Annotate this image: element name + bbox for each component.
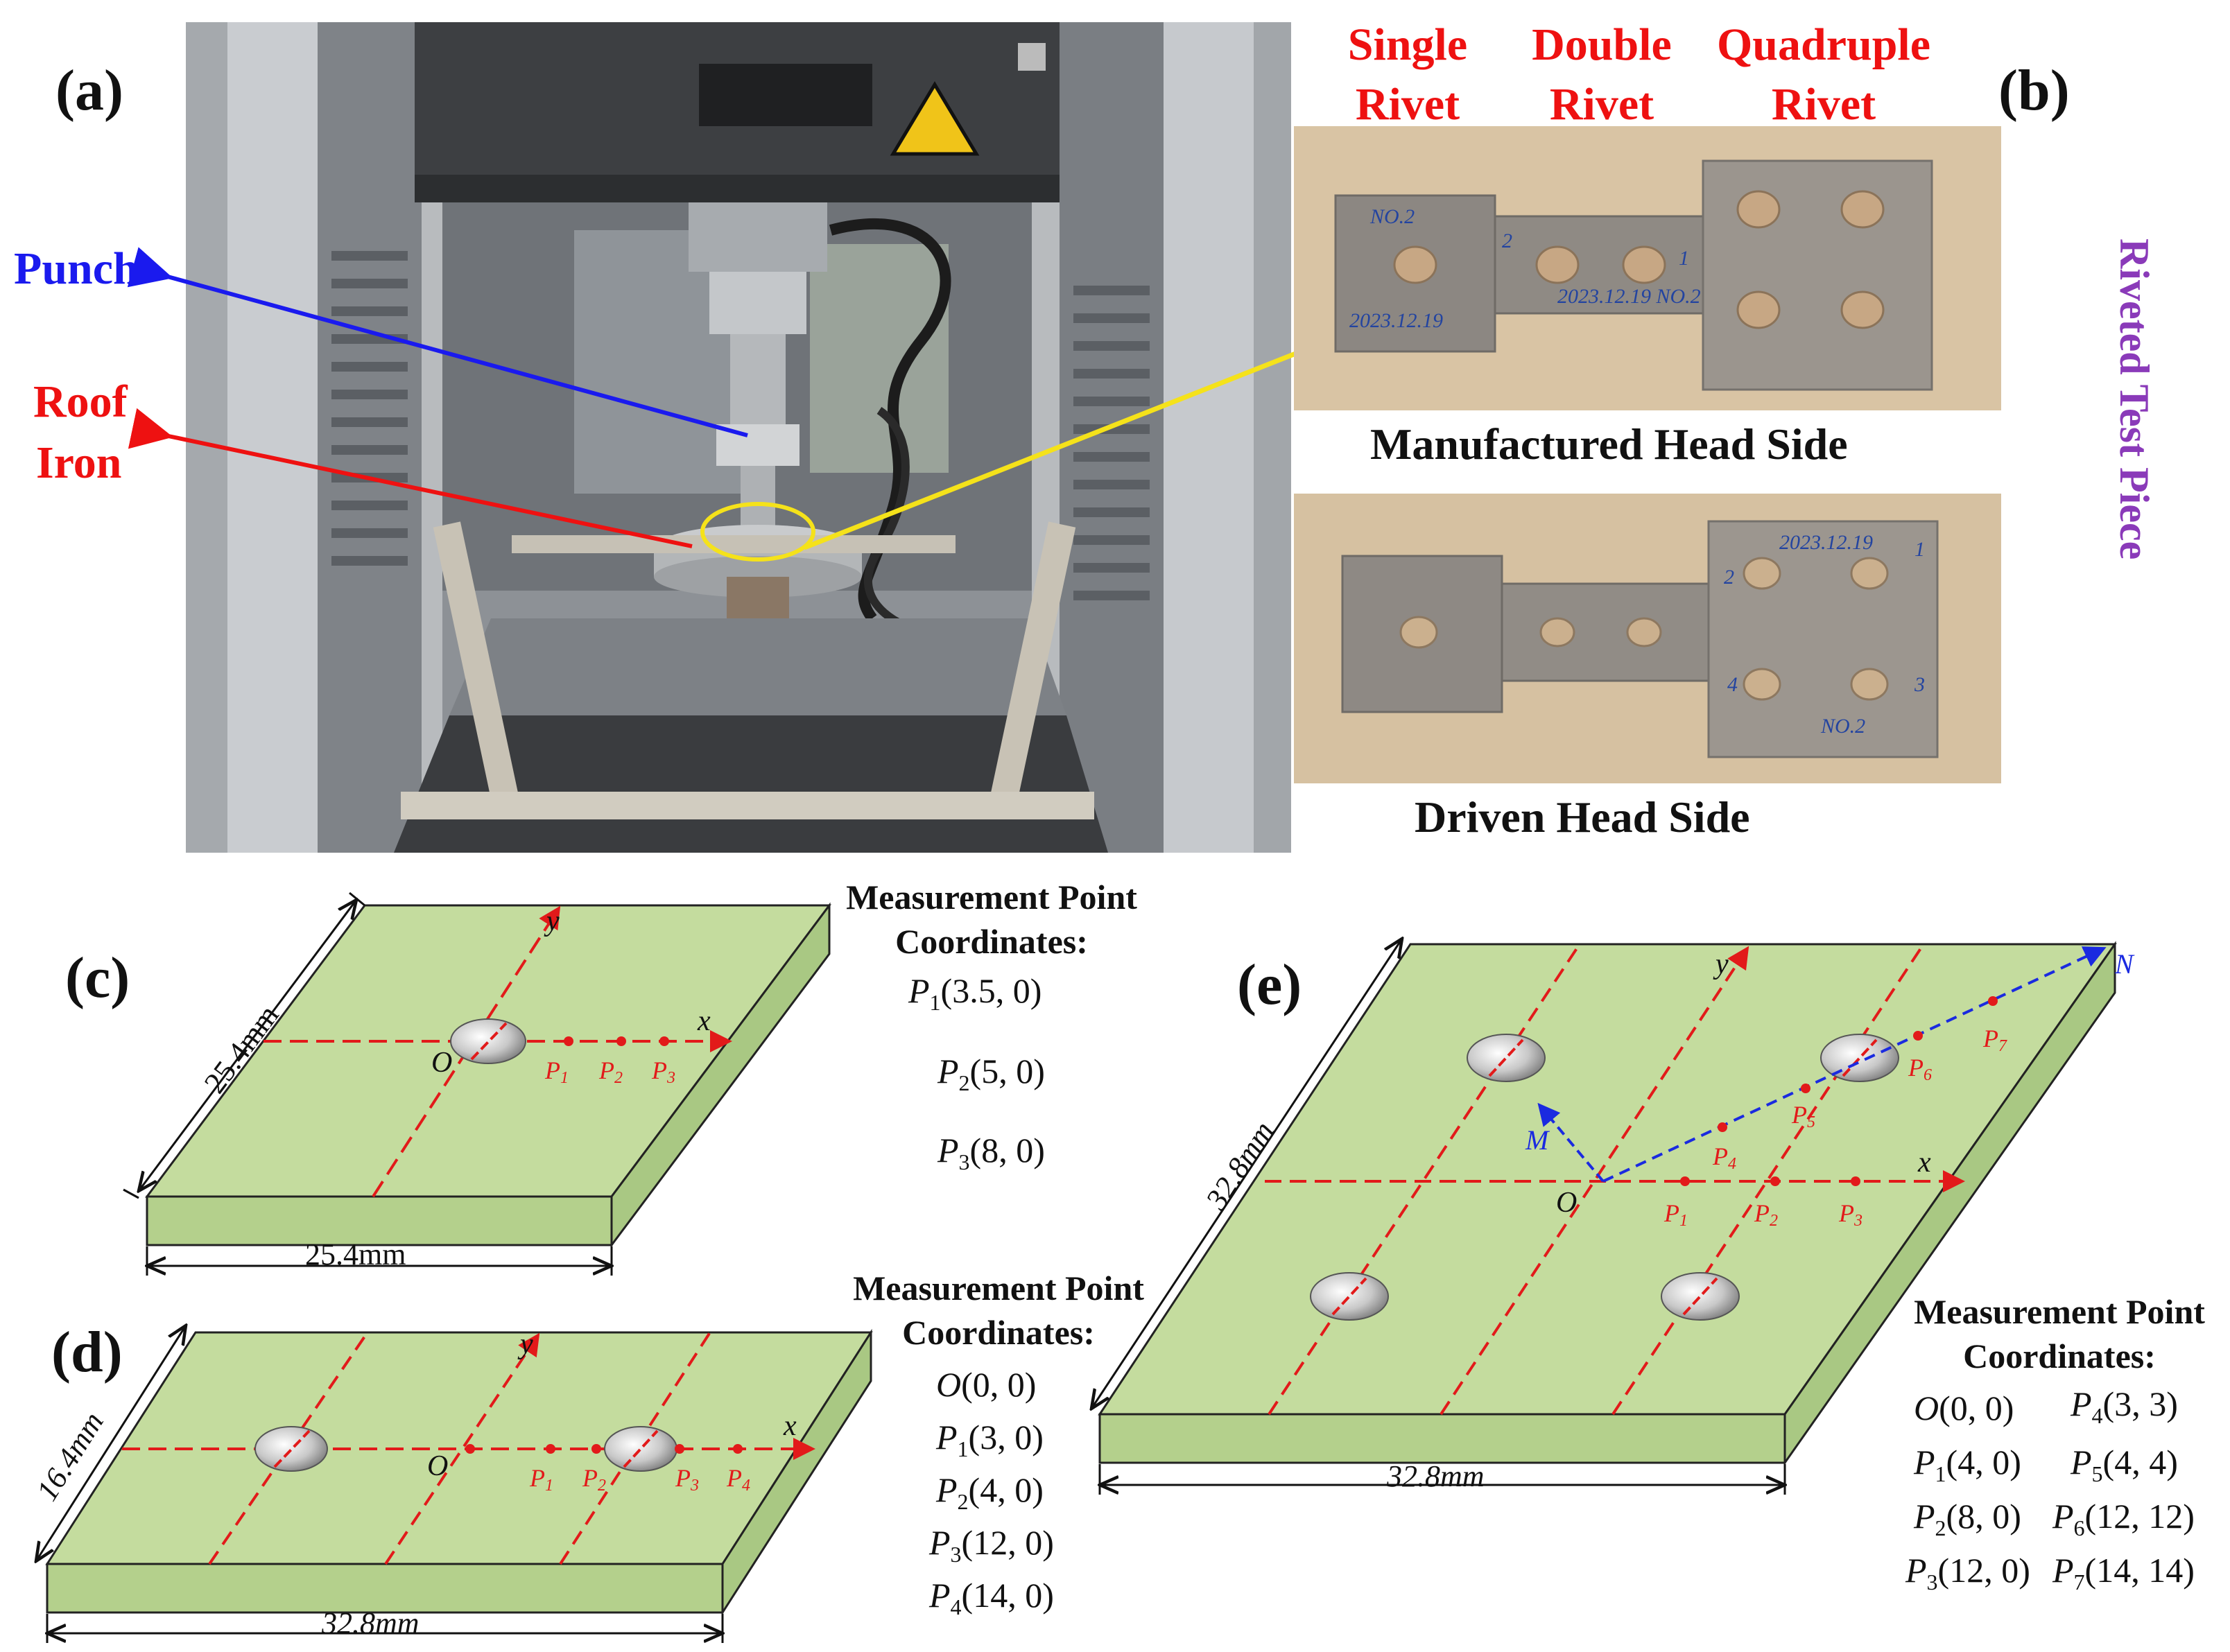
axis-c-y: y — [544, 905, 560, 937]
driven-head-caption: Driven Head Side — [1415, 792, 1750, 842]
mp-heading-c-line2: Coordinates: — [895, 922, 1088, 961]
axis-e-x: x — [1917, 1147, 1931, 1179]
rivet-type-double-line2: Rivet — [1549, 79, 1654, 130]
panel-label-d: (d) — [51, 1320, 123, 1384]
mp-heading-d-line1: Measurement Point — [853, 1269, 1144, 1307]
coord-c-p2: P2(5, 0) — [937, 1052, 1045, 1095]
panel-label-b: (b) — [1998, 58, 2070, 123]
mp-heading-e: Measurement Point Coordinates: — [1893, 1289, 2226, 1378]
rivet-type-single-line1: Single — [1347, 19, 1468, 70]
punch-label: Punch — [14, 243, 139, 294]
panel-label-c: (c) — [65, 946, 130, 1010]
coord-c-p1: P1(3.5, 0) — [908, 971, 1042, 1015]
rivet-type-single-line2: Rivet — [1355, 79, 1460, 130]
axis-e-y: y — [1713, 948, 1729, 980]
specimen-pointer-arrow — [803, 313, 1392, 550]
plate-e — [1091, 939, 2117, 1495]
coord-d-p2: P2(4, 0) — [936, 1470, 1044, 1514]
origin-e: O — [1556, 1187, 1577, 1219]
point-d-p2: P2 — [582, 1464, 606, 1495]
axis-d-x: x — [783, 1410, 797, 1442]
driven-head-photo: 2023.12.19 1 2 3 4 NO.2 — [1294, 494, 2001, 783]
coord-e-p5: P5(4, 4) — [2071, 1443, 2178, 1486]
dim-e-width: 32.8mm — [1386, 1459, 1485, 1493]
punch-arrow — [127, 247, 748, 437]
roof-iron-arrow — [128, 408, 693, 548]
bottom-quad-mark-3: 2 — [1724, 566, 1734, 589]
manufactured-head-photo: NO.2 2023.12.19 2 1 2023.12.19 NO.2 — [1294, 126, 2001, 410]
top-double-mark-3: 2023.12.19 NO.2 — [1557, 285, 1701, 308]
rivet-type-single: Single Rivet — [1304, 15, 1512, 134]
mp-heading-d-line2: Coordinates: — [902, 1313, 1095, 1352]
top-single-mark-2: 2023.12.19 — [1349, 309, 1443, 332]
rivet-type-double-line1: Double — [1532, 19, 1672, 70]
axis-c-x: x — [697, 1005, 711, 1037]
manufactured-head-specimens: NO.2 2023.12.19 2 1 2023.12.19 NO.2 — [1294, 126, 2001, 410]
point-e-p4: P4 — [1712, 1142, 1736, 1173]
coord-d-p4: P4(14, 0) — [929, 1576, 1054, 1619]
bottom-quad-mark-4: 3 — [1914, 673, 1925, 696]
axis-d-y: y — [517, 1328, 533, 1360]
coord-e-p2: P2(8, 0) — [1914, 1497, 2021, 1540]
rivet-type-quadruple: Quadruple Rivet — [1692, 15, 1955, 134]
panel-label-e: (e) — [1237, 953, 1302, 1017]
direction-e-m: M — [1525, 1124, 1550, 1156]
coord-e-o: O(0, 0) — [1914, 1389, 2014, 1427]
manufactured-head-caption: Manufactured Head Side — [1370, 419, 1848, 469]
coord-e-p3: P3(12, 0) — [1905, 1551, 2030, 1594]
driven-head-specimens: 2023.12.19 1 2 3 4 NO.2 — [1294, 494, 2001, 783]
panel-label-a: (a) — [55, 58, 123, 123]
coord-e-p6: P6(12, 12) — [2052, 1497, 2195, 1540]
roof-label: Roof — [33, 376, 128, 427]
coord-e-p4: P4(3, 3) — [2071, 1384, 2178, 1428]
plate-d — [36, 1325, 873, 1643]
dim-c-width: 25.4mm — [305, 1237, 406, 1271]
rivet-type-quadruple-line2: Rivet — [1771, 79, 1876, 130]
coord-e-p1: P1(4, 0) — [1914, 1443, 2021, 1486]
dim-d-width: 32.8mm — [321, 1606, 420, 1640]
origin-c: O — [431, 1047, 452, 1079]
mp-heading-d: Measurement Point Coordinates: — [832, 1266, 1165, 1355]
coord-d-p3: P3(12, 0) — [929, 1523, 1054, 1567]
bottom-quad-mark-6: NO.2 — [1820, 715, 1865, 738]
point-e-p5: P5 — [1791, 1101, 1815, 1131]
top-double-mark-2: 1 — [1679, 247, 1689, 270]
mp-heading-c: Measurement Point Coordinates: — [832, 875, 1151, 964]
iron-label: Iron — [36, 437, 122, 488]
mp-heading-c-line1: Measurement Point — [846, 878, 1137, 916]
bottom-quad-mark-5: 4 — [1727, 673, 1738, 696]
plate-c — [123, 892, 831, 1276]
top-double-mark-1: 2 — [1502, 229, 1512, 252]
bottom-quad-mark-1: 2023.12.19 — [1779, 531, 1873, 554]
bottom-quad-mark-2: 1 — [1914, 538, 1925, 561]
mp-heading-e-line1: Measurement Point — [1914, 1292, 2205, 1331]
top-single-mark-1: NO.2 — [1369, 205, 1415, 228]
rivet-type-double: Double Rivet — [1498, 15, 1706, 134]
direction-e-n: N — [2114, 948, 2135, 980]
rivet-type-quadruple-line1: Quadruple — [1716, 19, 1931, 70]
mp-heading-e-line2: Coordinates: — [1963, 1337, 2156, 1375]
coord-e-p7: P7(14, 14) — [2052, 1551, 2195, 1594]
coord-c-p3: P3(8, 0) — [937, 1131, 1045, 1174]
coord-d-o: O(0, 0) — [936, 1365, 1037, 1404]
origin-d: O — [427, 1450, 448, 1482]
coord-d-p1: P1(3, 0) — [936, 1418, 1044, 1461]
